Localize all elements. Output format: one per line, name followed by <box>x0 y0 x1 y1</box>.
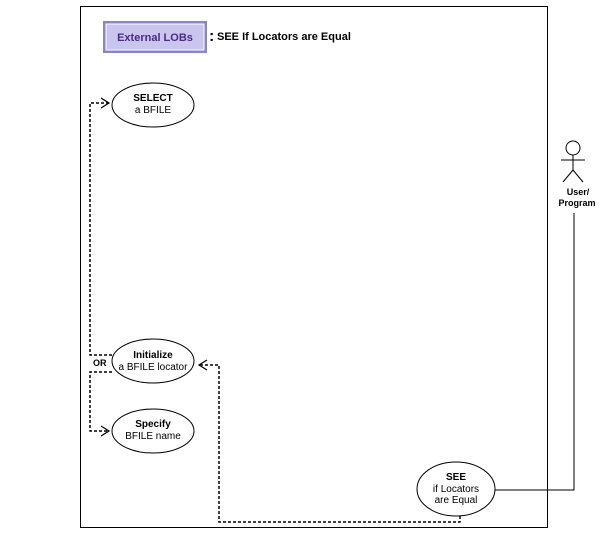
connector-initialize-to-specify <box>89 371 112 437</box>
see-line3: are Equal <box>435 495 478 506</box>
header-badge: External LOBs <box>103 21 207 53</box>
use-case-initialize-locator[interactable]: Initialize a BFILE locator <box>111 338 195 384</box>
use-case-select-bfile[interactable]: SELECT a BFILE <box>111 82 195 128</box>
system-boundary <box>80 6 548 528</box>
actor-label-line2: Program <box>558 198 595 208</box>
specify-line1: Specify <box>135 419 171 430</box>
initialize-line2: a BFILE locator <box>119 362 189 373</box>
see-line2: if Locators <box>433 484 479 495</box>
select-line2: a BFILE <box>135 105 171 116</box>
use-case-see-locators-equal[interactable]: SEE if Locators are Equal <box>416 461 496 517</box>
or-label: OR <box>93 358 107 368</box>
actor-head <box>565 140 581 156</box>
actor-user-program[interactable] <box>561 140 585 183</box>
association-actor-to-see <box>495 213 575 491</box>
initialize-line1: Initialize <box>133 350 173 361</box>
see-line1: SEE <box>446 472 466 483</box>
page-title: SEE If Locators are Equal <box>217 31 351 43</box>
actor-label-line1: User/ <box>567 187 590 197</box>
specify-line2: BFILE name <box>125 431 181 442</box>
select-line1: SELECT <box>133 93 172 104</box>
use-case-specify-name[interactable]: Specify BFILE name <box>111 408 195 454</box>
badge-label: External LOBs <box>117 32 193 44</box>
connector-see-to-initialize <box>197 359 461 523</box>
title-separator: : <box>209 28 214 45</box>
connector-initialize-to-select <box>89 97 112 356</box>
